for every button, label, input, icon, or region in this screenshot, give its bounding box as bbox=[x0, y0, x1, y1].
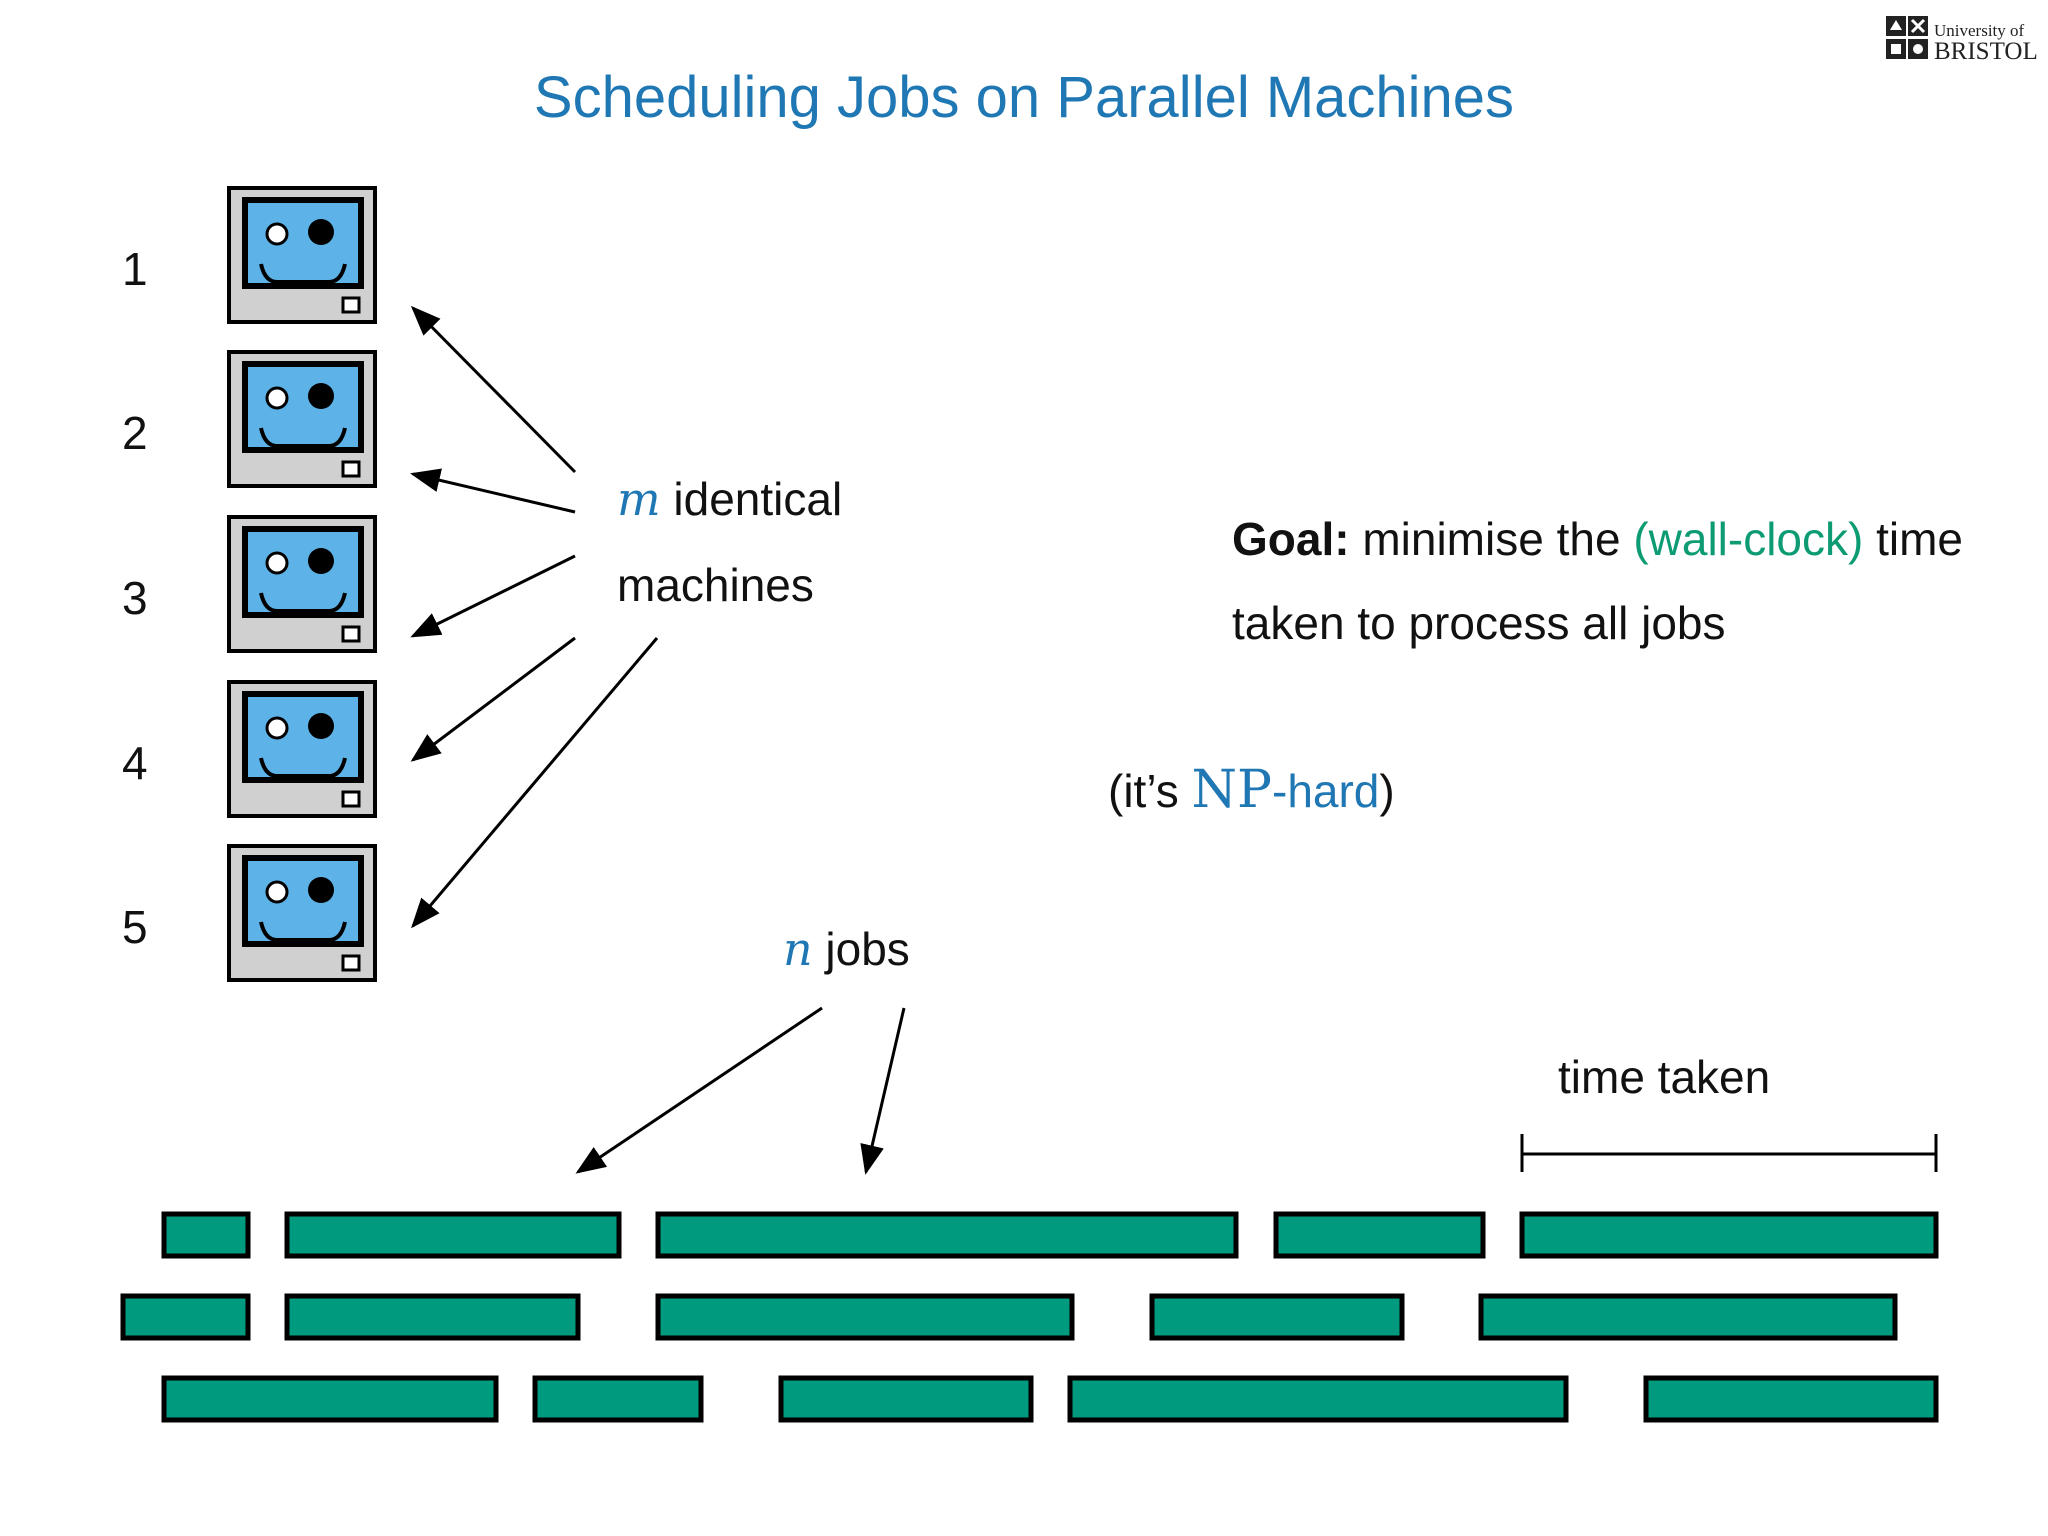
goal-line1: Goal: minimise the (wall-clock) time bbox=[1232, 512, 1963, 566]
monitor-icon-1 bbox=[229, 188, 375, 322]
arrow-icon-to-machine-4 bbox=[410, 636, 576, 762]
machines-caption-line1: m identical bbox=[617, 472, 842, 526]
monitor-icon-5 bbox=[229, 846, 375, 980]
job-bar bbox=[161, 1211, 251, 1259]
jobs-caption: n jobs bbox=[783, 922, 910, 976]
machine-number-3: 3 bbox=[122, 572, 148, 624]
arrow-icon-to-job-a bbox=[575, 1006, 823, 1174]
bracket-icon-time-taken bbox=[1520, 1134, 1938, 1172]
job-bar bbox=[284, 1293, 581, 1341]
slide-title: Scheduling Jobs on Parallel Machines bbox=[533, 65, 1515, 130]
goal-highlight: (wall-clock) bbox=[1633, 513, 1864, 565]
np-text: NP bbox=[1191, 760, 1273, 820]
job-bar bbox=[1067, 1375, 1569, 1423]
job-bar bbox=[1519, 1211, 1939, 1259]
university-logo: University of BRISTOL bbox=[1884, 12, 2044, 66]
goal-part2: time bbox=[1876, 513, 1964, 565]
job-bar bbox=[120, 1293, 251, 1341]
machines-caption-line2: machines bbox=[617, 559, 814, 611]
time-taken-label: time taken bbox=[1558, 1051, 1771, 1103]
logo-crest-icon: University of BRISTOL bbox=[1886, 16, 2038, 65]
job-bar bbox=[532, 1375, 704, 1423]
logo-line1: University of bbox=[1934, 21, 2025, 40]
np-hard-note: (it’s NP-hard) bbox=[1108, 760, 1395, 820]
machines-caption-identical: identical bbox=[673, 473, 843, 525]
monitor-icon-2 bbox=[229, 352, 375, 486]
logo-line2: BRISTOL bbox=[1934, 38, 2038, 65]
machine-number-4: 4 bbox=[122, 737, 148, 789]
arrow-icon-to-machine-1 bbox=[410, 305, 577, 474]
var-n: n bbox=[783, 922, 813, 976]
np-open: (it’s bbox=[1108, 765, 1179, 817]
goal-label: Goal: bbox=[1232, 513, 1350, 565]
job-bar bbox=[778, 1375, 1034, 1423]
np-close: ) bbox=[1379, 765, 1395, 817]
arrow-icon-to-machine-3 bbox=[410, 554, 576, 638]
np-hard-text: -hard bbox=[1272, 765, 1380, 817]
job-bar bbox=[655, 1211, 1239, 1259]
job-bar bbox=[1273, 1211, 1486, 1259]
job-bar bbox=[1643, 1375, 1939, 1423]
goal-part1: minimise the bbox=[1362, 513, 1621, 565]
arrow-icon-to-machine-5 bbox=[411, 637, 659, 929]
machine-number-1: 1 bbox=[122, 243, 148, 295]
job-bar bbox=[284, 1211, 622, 1259]
job-bar bbox=[1149, 1293, 1405, 1341]
goal-line2: taken to process all jobs bbox=[1232, 597, 1726, 649]
machine-number-2: 2 bbox=[122, 407, 148, 459]
arrow-icon-to-job-b bbox=[860, 1007, 906, 1175]
monitor-icon-4 bbox=[229, 682, 375, 816]
jobs-caption-text: jobs bbox=[825, 923, 910, 975]
job-bar bbox=[1478, 1293, 1898, 1341]
job-bar bbox=[161, 1375, 499, 1423]
monitor-icon-3 bbox=[229, 517, 375, 651]
var-m: m bbox=[617, 472, 661, 526]
job-bar bbox=[655, 1293, 1075, 1341]
arrow-icon-to-machine-2 bbox=[410, 468, 576, 514]
machine-number-5: 5 bbox=[122, 901, 148, 953]
